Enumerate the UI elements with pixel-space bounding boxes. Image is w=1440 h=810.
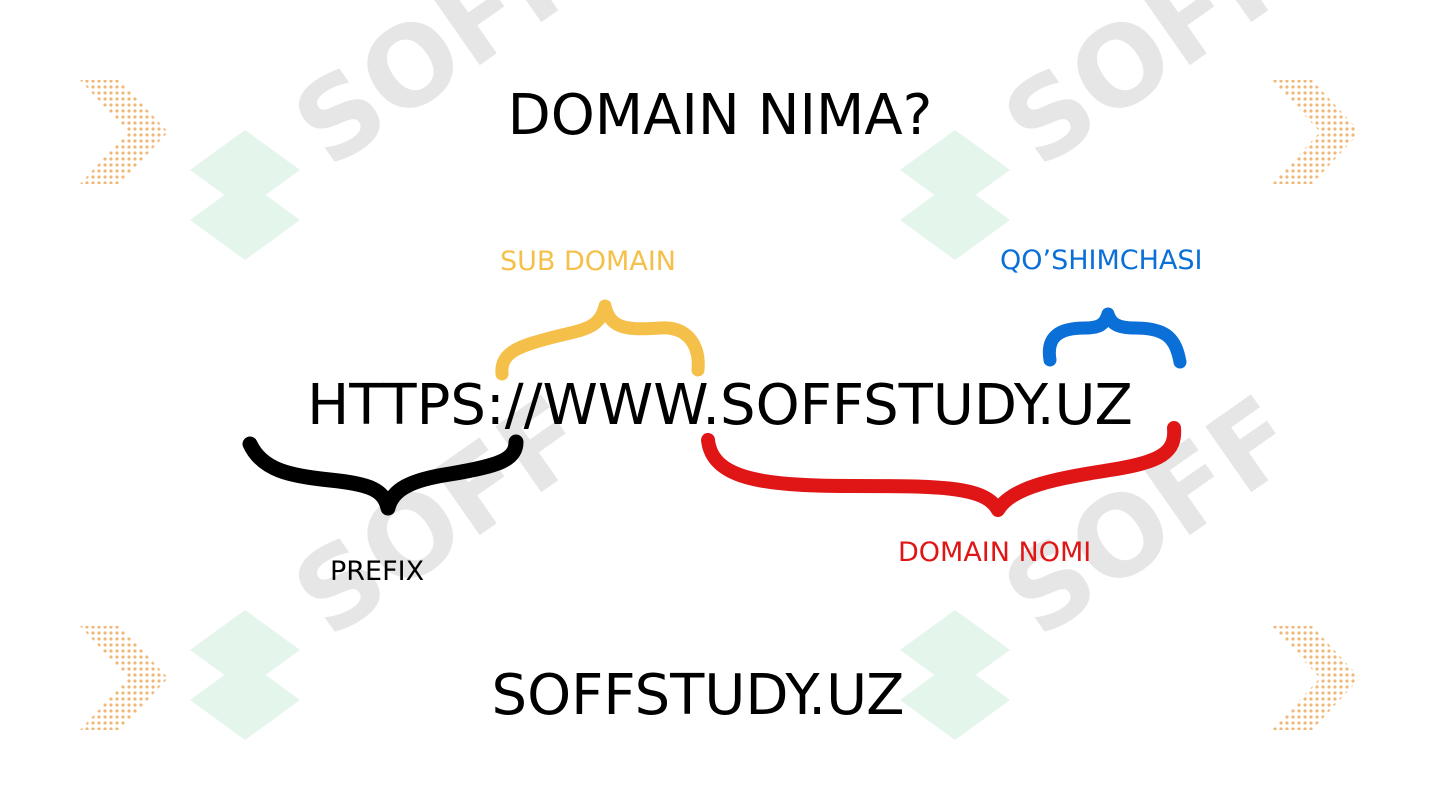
site-name: SOFFSTUDY.UZ bbox=[491, 663, 905, 728]
page-title: DOMAIN NIMA? bbox=[507, 83, 933, 148]
chevron-dots-icon bbox=[80, 80, 168, 184]
chevron-dots-icon bbox=[1272, 80, 1360, 184]
prefix-brace bbox=[242, 434, 524, 516]
domain-name-brace bbox=[701, 421, 1182, 517]
chevron-dots-icon bbox=[80, 626, 168, 730]
example-url: HTTPS://WWW.SOFFSTUDY.UZ bbox=[307, 373, 1133, 438]
prefix-label: PREFIX bbox=[330, 556, 425, 587]
suffix-label: QO’SHIMCHASI bbox=[1000, 245, 1203, 276]
sub-domain-brace bbox=[495, 299, 705, 381]
domain-name-label: DOMAIN NOMI bbox=[898, 537, 1092, 568]
sub-domain-label: SUB DOMAIN bbox=[500, 246, 676, 277]
suffix-brace bbox=[1042, 307, 1187, 369]
chevron-dots-icon bbox=[1272, 626, 1360, 730]
